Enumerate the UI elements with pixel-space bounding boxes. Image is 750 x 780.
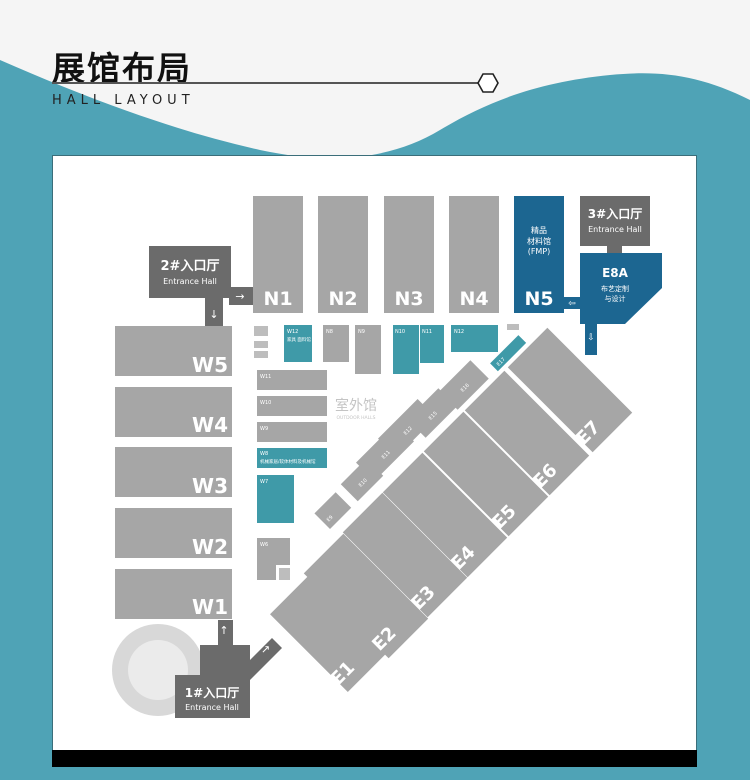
hall-N2[interactable]: N2 <box>318 196 368 313</box>
svg-text:N1: N1 <box>263 288 292 310</box>
svg-text:Entrance Hall: Entrance Hall <box>588 225 642 234</box>
svg-text:E15: E15 <box>428 411 439 422</box>
hall-E3[interactable]: E3 <box>341 492 468 619</box>
svg-text:E16: E16 <box>460 383 471 394</box>
svg-text:3#入口厅: 3#入口厅 <box>588 207 642 221</box>
hall-W5[interactable]: W5 <box>115 326 232 377</box>
hall-N3[interactable]: N3 <box>384 196 434 313</box>
svg-text:N9: N9 <box>358 329 365 335</box>
hall-N11[interactable]: N11 <box>420 325 444 363</box>
arrow-up-icon: ↑ <box>219 624 228 637</box>
outdoor-small-blocks <box>254 324 519 358</box>
map-bottom-bar <box>52 750 697 767</box>
svg-text:W5: W5 <box>192 353 228 377</box>
svg-text:Entrance Hall: Entrance Hall <box>185 703 239 712</box>
arrow-down-icon: ↓ <box>209 308 218 321</box>
svg-text:E11: E11 <box>381 450 392 461</box>
hall-E15[interactable]: E15 <box>407 388 457 438</box>
hall-E16[interactable]: E16 <box>439 360 489 410</box>
svg-text:W6: W6 <box>260 542 268 548</box>
svg-text:N12: N12 <box>454 329 464 335</box>
hall-N10[interactable]: N10 <box>393 325 419 374</box>
svg-text:E9: E9 <box>326 515 335 524</box>
svg-text:W8: W8 <box>260 451 268 457</box>
svg-text:精品: 精品 <box>531 225 547 235</box>
svg-text:W2: W2 <box>192 535 228 559</box>
svg-text:W3: W3 <box>192 474 228 498</box>
header-wave-background <box>0 0 750 159</box>
hall-W2[interactable]: W2 <box>115 508 232 559</box>
svg-text:E12: E12 <box>403 426 414 437</box>
svg-text:布艺定制: 布艺定制 <box>601 284 629 293</box>
hall-W1[interactable]: W1 <box>115 569 232 619</box>
hall-E8A[interactable]: E8A 布艺定制 与设计 ⇦ ⇩ <box>563 253 662 355</box>
svg-text:(FMP): (FMP) <box>528 247 551 256</box>
svg-text:N11: N11 <box>422 329 432 335</box>
svg-text:2#入口厅: 2#入口厅 <box>161 259 220 274</box>
svg-text:N4: N4 <box>459 288 488 310</box>
hall-W8[interactable]: W8 机械家居/软体材料及机械馆 <box>257 448 327 468</box>
outdoor-halls-subtitle: OUTDOOR HALLS <box>336 415 375 421</box>
svg-text:W12: W12 <box>287 329 298 335</box>
hall-N8[interactable]: N8 <box>323 325 349 362</box>
svg-text:E8A: E8A <box>602 266 629 280</box>
hexagon-icon <box>477 73 499 93</box>
svg-text:E10: E10 <box>358 478 369 489</box>
svg-text:W4: W4 <box>192 413 228 437</box>
outdoor-halls-title: 室外馆 <box>335 397 377 414</box>
hall-N5[interactable]: 精品 材料馆 (FMP) N5 <box>514 196 564 313</box>
hall-W12[interactable]: W12 家具 面料馆 <box>284 325 312 362</box>
hall-W9[interactable]: W9 <box>257 422 327 442</box>
entrance-hall-3[interactable]: 3#入口厅 Entrance Hall <box>580 196 650 253</box>
svg-text:Entrance Hall: Entrance Hall <box>163 277 217 286</box>
svg-text:W11: W11 <box>260 374 271 380</box>
hall-N9[interactable]: N9 <box>355 325 381 374</box>
svg-text:N8: N8 <box>326 329 333 335</box>
hall-N1[interactable]: N1 <box>253 196 303 313</box>
hall-E1[interactable]: E1 <box>268 576 386 694</box>
svg-text:机械家居/软体材料及机械馆: 机械家居/软体材料及机械馆 <box>260 458 316 465</box>
svg-text:W1: W1 <box>192 595 228 619</box>
hall-W11[interactable]: W11 <box>257 370 327 390</box>
entrance-hall-2[interactable]: 2#入口厅 Entrance Hall ↓ → <box>149 246 255 326</box>
svg-text:E17: E17 <box>496 357 507 368</box>
hall-W10[interactable]: W10 <box>257 396 327 416</box>
hall-E9[interactable]: E9 <box>314 492 352 529</box>
svg-text:N2: N2 <box>328 288 357 310</box>
page-title: 展馆布局 <box>52 49 192 88</box>
title-divider <box>52 82 480 84</box>
arrow-down-icon: ⇩ <box>587 333 595 343</box>
svg-text:W9: W9 <box>260 426 268 432</box>
hall-E7[interactable]: E7 <box>506 327 633 454</box>
hall-W3[interactable]: W3 <box>115 447 232 498</box>
arrow-right-icon: → <box>235 290 244 303</box>
svg-text:N10: N10 <box>395 329 405 335</box>
svg-text:材料馆: 材料馆 <box>527 236 551 246</box>
svg-text:N3: N3 <box>394 288 423 310</box>
hall-E6[interactable]: E6 <box>463 370 590 497</box>
svg-text:N5: N5 <box>524 288 553 310</box>
svg-text:W7: W7 <box>260 479 268 485</box>
hall-W7[interactable]: W7 <box>257 475 294 523</box>
svg-text:W10: W10 <box>260 400 271 406</box>
hall-W6[interactable]: W6 <box>257 538 290 580</box>
svg-text:家具 面料馆: 家具 面料馆 <box>287 336 311 343</box>
svg-text:1#入口厅: 1#入口厅 <box>185 686 239 700</box>
svg-text:与设计: 与设计 <box>605 294 626 303</box>
arrow-left-icon: ⇦ <box>568 299 576 309</box>
hall-N12[interactable]: N12 <box>451 325 498 352</box>
hall-E17[interactable]: E17 <box>490 335 527 372</box>
page-subtitle: HALL LAYOUT <box>52 93 195 108</box>
entrance-hall-1[interactable]: ↑ ↑ 1#入口厅 Entrance Hall <box>175 620 282 718</box>
hall-N4[interactable]: N4 <box>449 196 499 313</box>
hall-W4[interactable]: W4 <box>115 387 232 437</box>
